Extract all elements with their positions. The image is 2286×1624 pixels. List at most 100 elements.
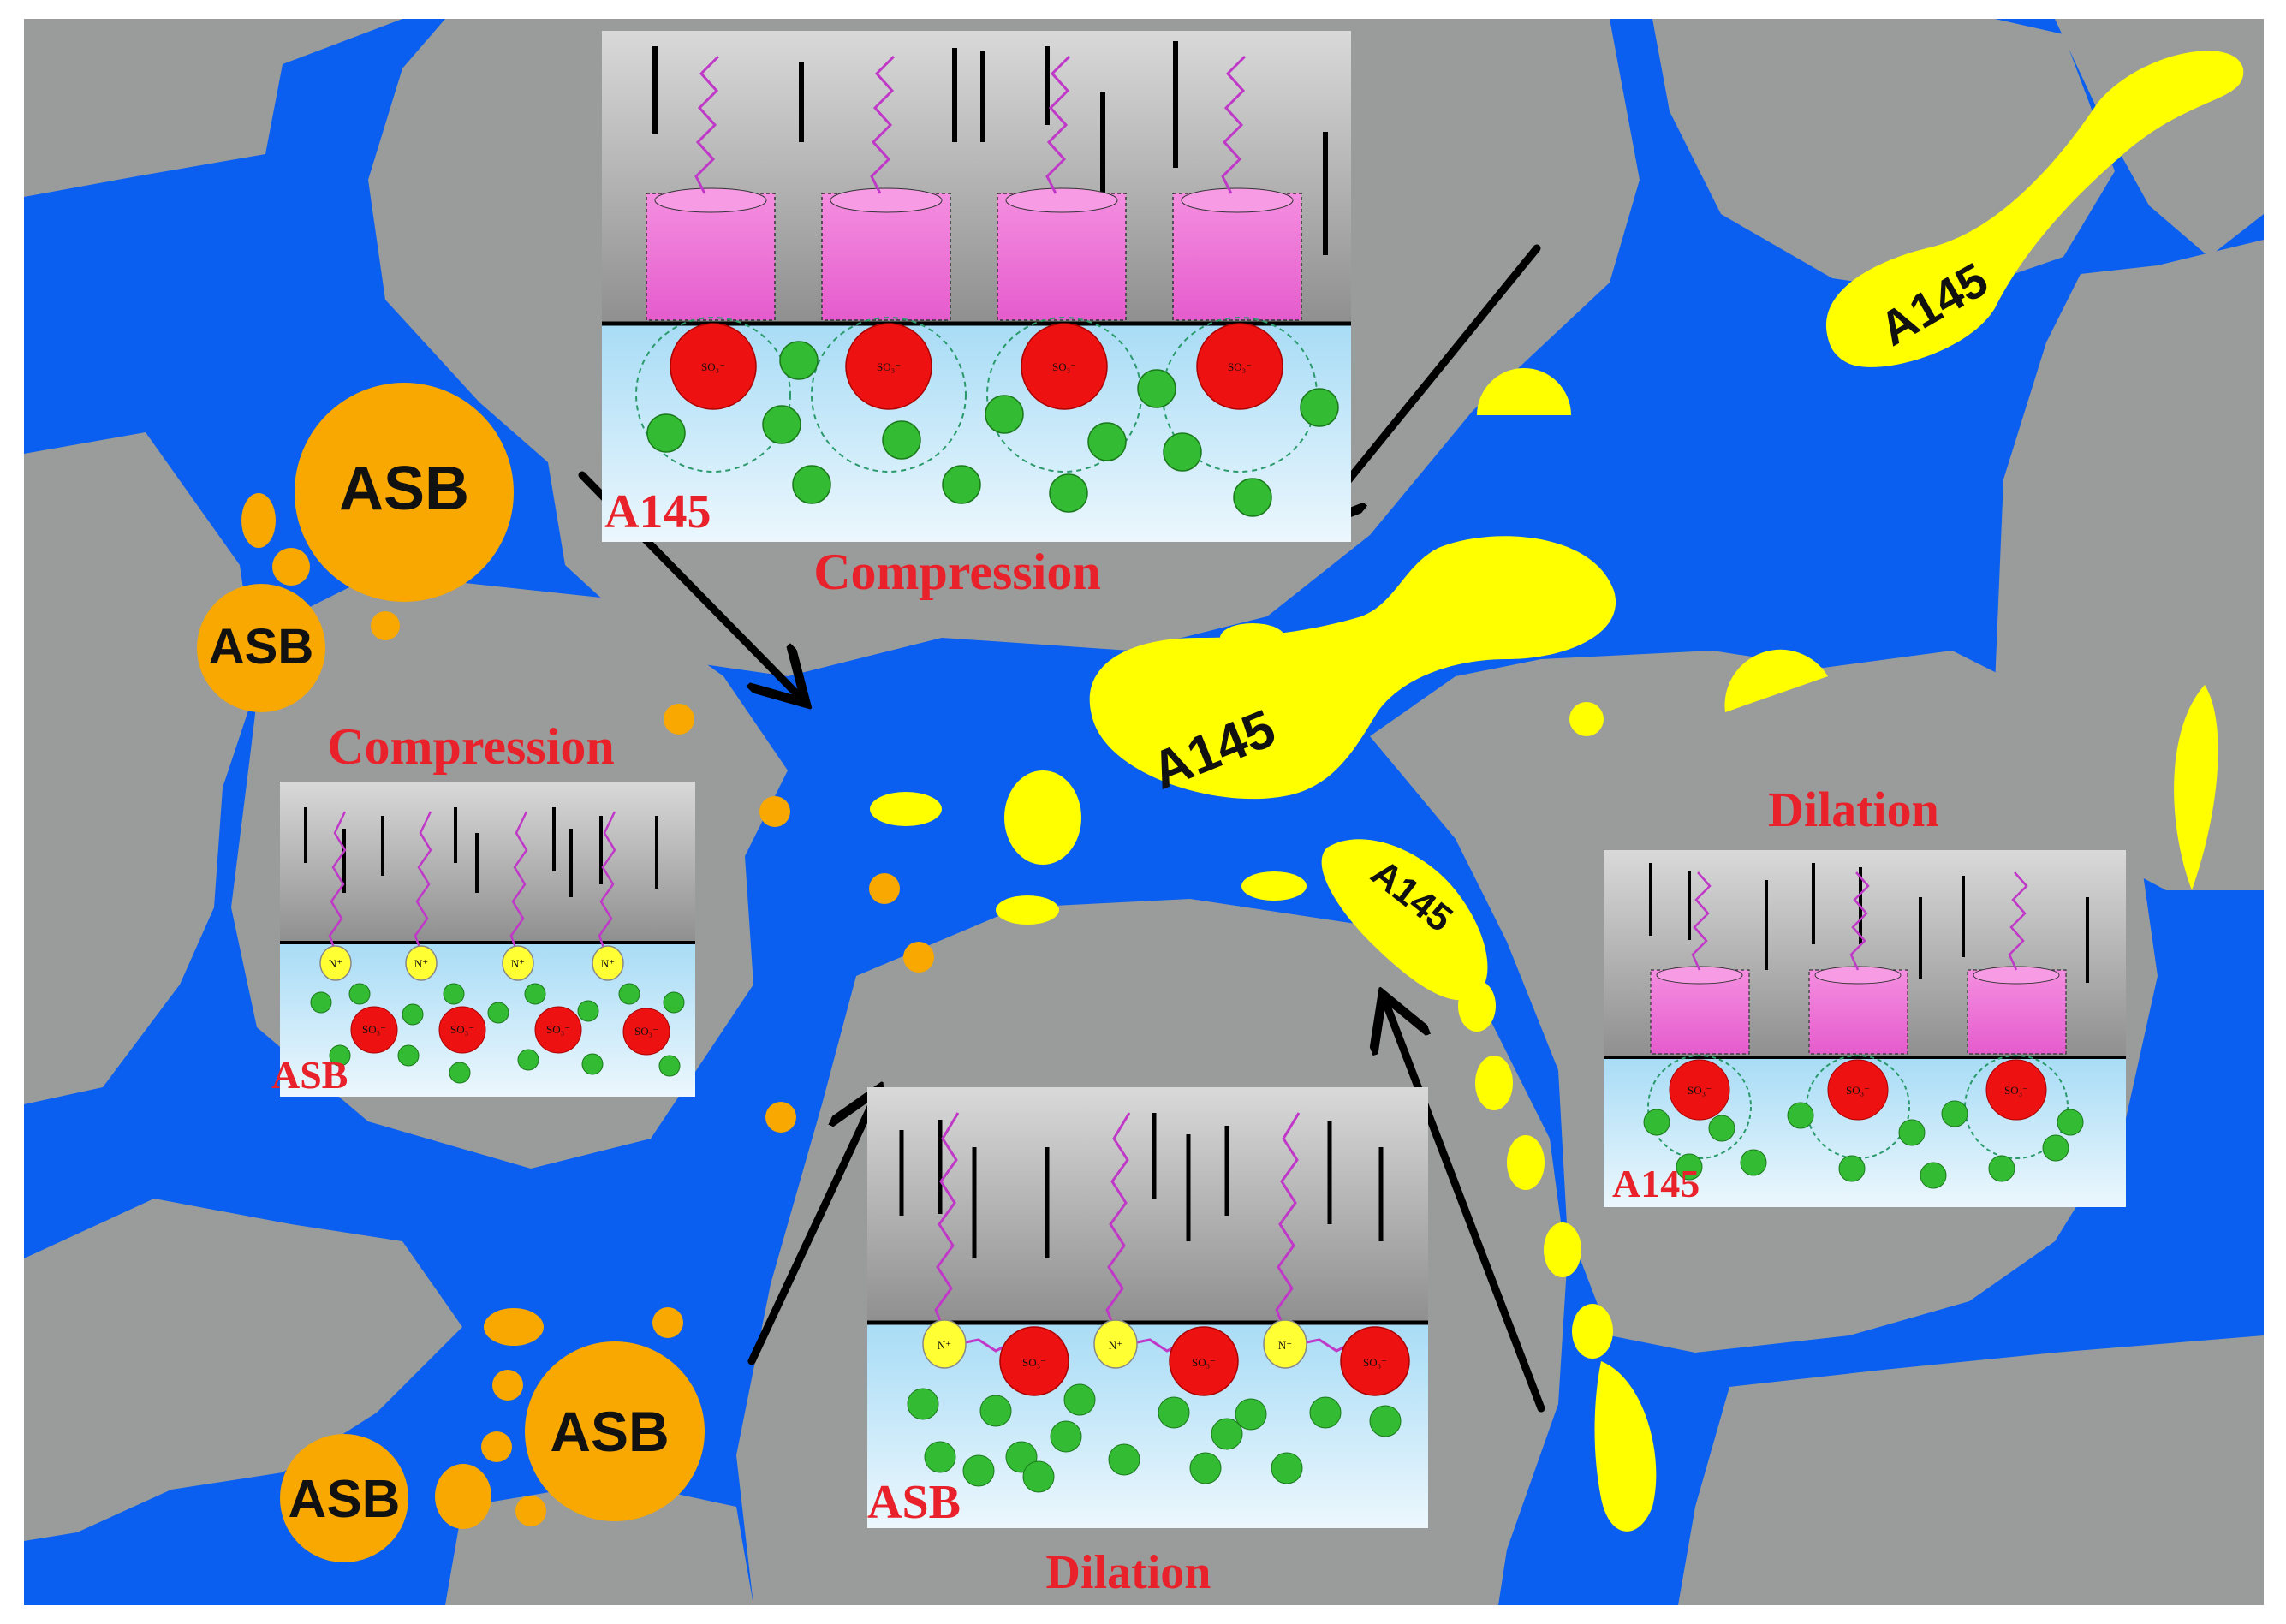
caption-dilation-bottom: Dilation [1046,1546,1211,1599]
ammonium-label: N⁺ [414,957,428,970]
alkyl-chains [899,1113,1384,1258]
asb-droplet [371,611,400,640]
ammonium-label: N⁺ [329,957,342,970]
a145-droplet [1220,623,1285,652]
asb-droplet [664,704,694,735]
asb-droplet [759,796,790,827]
panel-label-a145: A145 [1612,1162,1700,1205]
asb-droplet-large-bottom [525,1341,705,1521]
surfactant-tails [328,811,616,961]
ammonium-heads [319,945,624,981]
a145-droplet-center [1089,536,1616,800]
asb-droplet [272,548,310,586]
a145-droplet [1004,770,1081,865]
anion-label: SO₃⁻ [1192,1356,1216,1369]
sulfonate-anions [350,1006,670,1056]
rock-grain [24,1199,462,1541]
a145-droplet-right-channel [1321,839,1488,1001]
a145-droplet [1241,871,1307,901]
asb-droplet [869,873,900,904]
ammonium-label: N⁺ [1278,1339,1292,1352]
sulfonate-anions [999,1326,1410,1396]
sulfonate-anions [1669,1059,2047,1121]
panel-asb-dilation: N⁺ N⁺ N⁺ SO₃⁻ SO₃⁻ SO₃⁻ ASB [867,1087,1428,1529]
a145-droplet [870,792,942,826]
anion-label: SO₃⁻ [1022,1356,1046,1369]
ammonium-label: N⁺ [511,957,525,970]
a145-droplet [1724,649,1828,712]
ammonium-heads [922,1319,1307,1369]
sodium-cations [907,1383,1402,1493]
asb-oil-droplets [197,383,934,1562]
caption-compression-left: Compression [327,718,615,775]
cyclodextrin-units [646,187,1302,321]
a145-droplet [1458,980,1496,1032]
anion-label: SO₃⁻ [2004,1084,2028,1097]
anion-label: SO₃⁻ [1228,360,1252,373]
anion-label: SO₃⁻ [877,360,901,373]
arrow-dilation-right [1385,1002,1545,1413]
alkyl-chains [652,41,1328,255]
asb-label-small-bottom: ASB [289,1470,401,1529]
anion-label: SO₃⁻ [450,1023,474,1036]
sodium-cations [646,341,1339,517]
ammonium-label: N⁺ [938,1339,951,1352]
rock-grain [24,432,257,1104]
asb-droplet [481,1431,512,1462]
anion-label: SO₃⁻ [546,1023,570,1036]
rock-grain [1678,1335,2264,1605]
a145-droplet [1507,1135,1545,1190]
sodium-cations [1643,1100,2084,1189]
ammonium-label: N⁺ [601,957,615,970]
asb-droplet [515,1496,546,1526]
anion-label: SO₃⁻ [1688,1084,1712,1097]
panel-asb-compression: N⁺ N⁺ N⁺ N⁺ SO₃⁻ SO₃⁻ SO₃⁻ SO₃⁻ ASB [271,782,695,1097]
cyclodextrin-units [1650,966,2067,1055]
surfactant-tails [694,55,1247,194]
anion-label: SO₃⁻ [1052,360,1076,373]
alkyl-chains [1649,863,2089,983]
caption-dilation-right: Dilation [1768,782,1939,837]
asb-label-small-top: ASB [209,619,313,675]
a145-droplet [1544,1222,1581,1277]
panel-a145-compression: SO₃⁻ SO₃⁻ SO₃⁻ SO₃⁻ A145 [602,31,1351,542]
sodium-cations [310,983,685,1084]
asb-droplet-small-bottom [280,1434,408,1562]
asb-label-large-top: ASB [339,455,469,523]
surfactant-tails [1691,871,2028,971]
a145-droplet-top-right [1825,51,2244,367]
anion-label: SO₃⁻ [1363,1356,1387,1369]
a145-oil-droplets [870,51,2244,1532]
panel-a145-dilation: SO₃⁻ SO₃⁻ SO₃⁻ A145 [1604,850,2126,1207]
anion-label: SO₃⁻ [701,360,725,373]
asb-droplet [435,1464,491,1529]
asb-droplet [241,493,276,548]
rock-grain [24,19,402,197]
anion-label: SO₃⁻ [634,1025,658,1038]
a145-droplet [996,895,1059,925]
asb-droplet-large-top [295,383,514,602]
a145-droplet [1569,702,1604,736]
a145-droplet [1572,1304,1613,1359]
alkyl-chains [304,807,658,897]
a145-droplet [1477,368,1571,415]
panel-label-asb: ASB [867,1476,961,1529]
caption-compression-top: Compression [813,544,1101,600]
asb-droplet [492,1370,523,1401]
anion-label: SO₃⁻ [1846,1084,1870,1097]
a145-droplet [1475,1056,1513,1110]
asb-droplet [903,942,934,973]
asb-label-large-bottom: ASB [550,1400,669,1463]
sulfonate-anions [670,323,1283,410]
asb-droplet-small-top [197,584,325,712]
panel-label-a145: A145 [604,485,711,538]
arrow-to-top-panel [1314,244,1541,522]
panel-label-asb: ASB [271,1053,348,1097]
anion-label: SO₃⁻ [362,1023,386,1036]
ammonium-label: N⁺ [1109,1339,1122,1352]
asb-droplet [484,1308,544,1346]
panel-gray-region [867,1087,1428,1323]
a145-droplet [1594,1361,1657,1532]
a145-droplet [2174,685,2218,890]
